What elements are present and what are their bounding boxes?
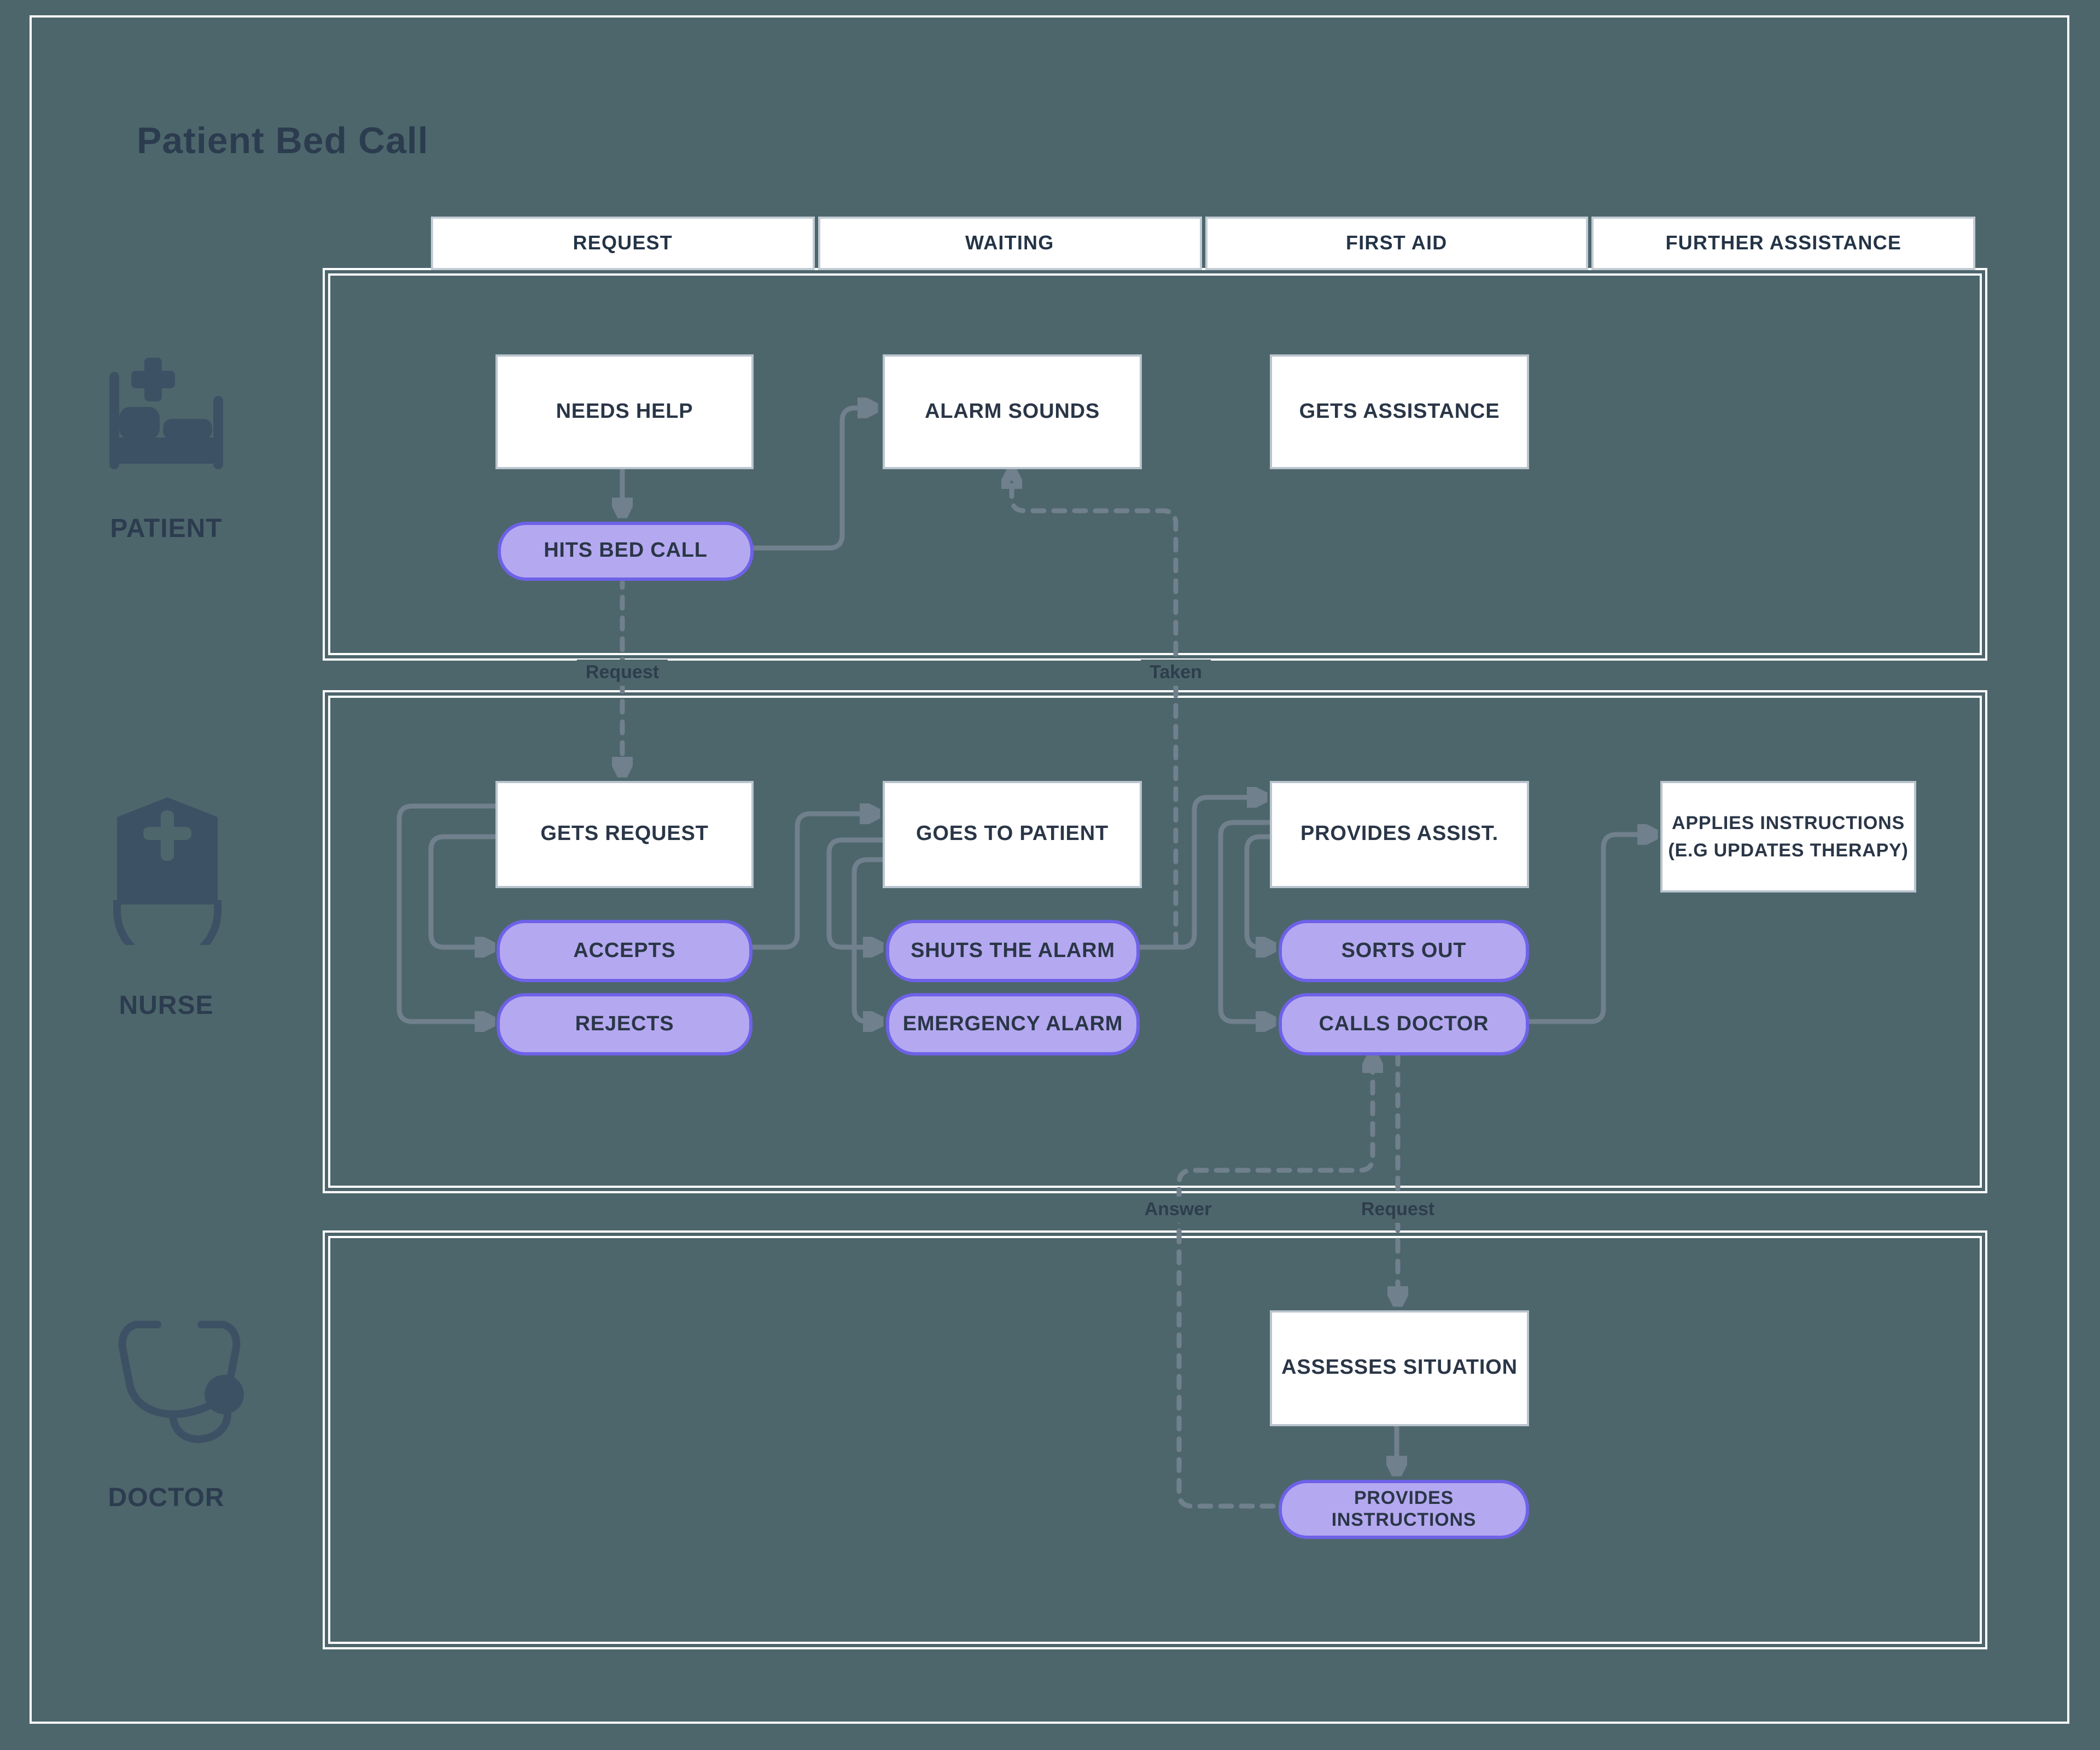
node-goes-to-patient[interactable]: GOES TO PATIENT (883, 781, 1142, 888)
applies-instructions-line2: (E.G UPDATES THERAPY) (1668, 840, 1909, 861)
lane-doctor (323, 1230, 1987, 1649)
node-needs-help[interactable]: NEEDS HELP (495, 354, 754, 469)
node-emergency-alarm[interactable]: EMERGENCY ALARM (886, 993, 1140, 1055)
phase-header-first-aid: FIRST AID (1205, 217, 1589, 270)
edge-provides-assist-to-sorts-out (1244, 834, 1273, 947)
edge-goes-to-patient-to-shuts-the-alarm (826, 837, 885, 947)
edge-answer-provides-instructions-to-calls-doctor (1176, 1055, 1373, 1509)
node-assesses-situation[interactable]: ASSESSES SITUATION (1270, 1310, 1529, 1426)
nurse-cap-icon (113, 797, 221, 945)
lane-patient (323, 268, 1987, 661)
edge-label-request-bottom: Request (1352, 1197, 1444, 1223)
page-title: Patient Bed Call (137, 120, 429, 162)
node-alarm-sounds[interactable]: ALARM SOUNDS (883, 354, 1142, 469)
node-rejects[interactable]: REJECTS (497, 993, 752, 1055)
edge-provides-assist-to-calls-doctor (1218, 820, 1273, 1022)
lane-label-nurse: NURSE (119, 991, 214, 1020)
edge-accepts-to-goes-to-patient (744, 814, 877, 950)
hospital-bed-icon (109, 358, 223, 469)
phase-header-waiting: WAITING (818, 217, 1201, 270)
node-applies-instructions[interactable]: APPLIES INSTRUCTIONS (E.G UPDATES THERAP… (1660, 781, 1916, 892)
edge-label-taken: Taken (1141, 660, 1211, 686)
node-shuts-the-alarm[interactable]: SHUTS THE ALARM (886, 920, 1140, 982)
node-gets-assistance[interactable]: GETS ASSISTANCE (1270, 354, 1529, 469)
edge-shuts-the-alarm-to-provides-assist (1130, 797, 1264, 950)
node-provides-instructions[interactable]: PROVIDES INSTRUCTIONS (1279, 1480, 1529, 1539)
phase-header-request: REQUEST (431, 217, 815, 270)
edge-gets-request-to-accepts (428, 834, 498, 947)
edge-label-request-top: Request (576, 660, 668, 686)
lane-label-doctor: DOCTOR (108, 1483, 225, 1513)
diagram-frame (30, 15, 2069, 1724)
lane-label-patient: PATIENT (110, 514, 223, 544)
lane-nurse (323, 690, 1987, 1193)
node-hits-bed-call[interactable]: HITS BED CALL (498, 522, 754, 581)
edge-calls-doctor-to-applies-instructions (1520, 835, 1655, 1024)
phase-header-row: REQUEST WAITING FIRST AID FURTHER ASSIST… (431, 217, 1975, 270)
node-gets-request[interactable]: GETS REQUEST (495, 781, 754, 888)
edge-taken-shuts-the-alarm-to-alarm-sounds (1012, 471, 1179, 948)
applies-instructions-line1: APPLIES INSTRUCTIONS (1672, 812, 1905, 833)
edge-gets-request-to-rejects (396, 803, 498, 1022)
stethoscope-icon (118, 1321, 244, 1443)
node-provides-assist[interactable]: PROVIDES ASSIST. (1270, 781, 1529, 888)
phase-header-further-assistance: FURTHER ASSISTANCE (1591, 217, 1975, 270)
node-accepts[interactable]: ACCEPTS (497, 920, 752, 982)
node-sorts-out[interactable]: SORTS OUT (1279, 920, 1529, 982)
node-calls-doctor[interactable]: CALLS DOCTOR (1279, 993, 1529, 1055)
edge-goes-to-patient-to-emergency-alarm (851, 857, 885, 1022)
edge-hits-bed-call-to-alarm-sounds (744, 408, 875, 551)
edge-label-answer: Answer (1135, 1197, 1221, 1223)
